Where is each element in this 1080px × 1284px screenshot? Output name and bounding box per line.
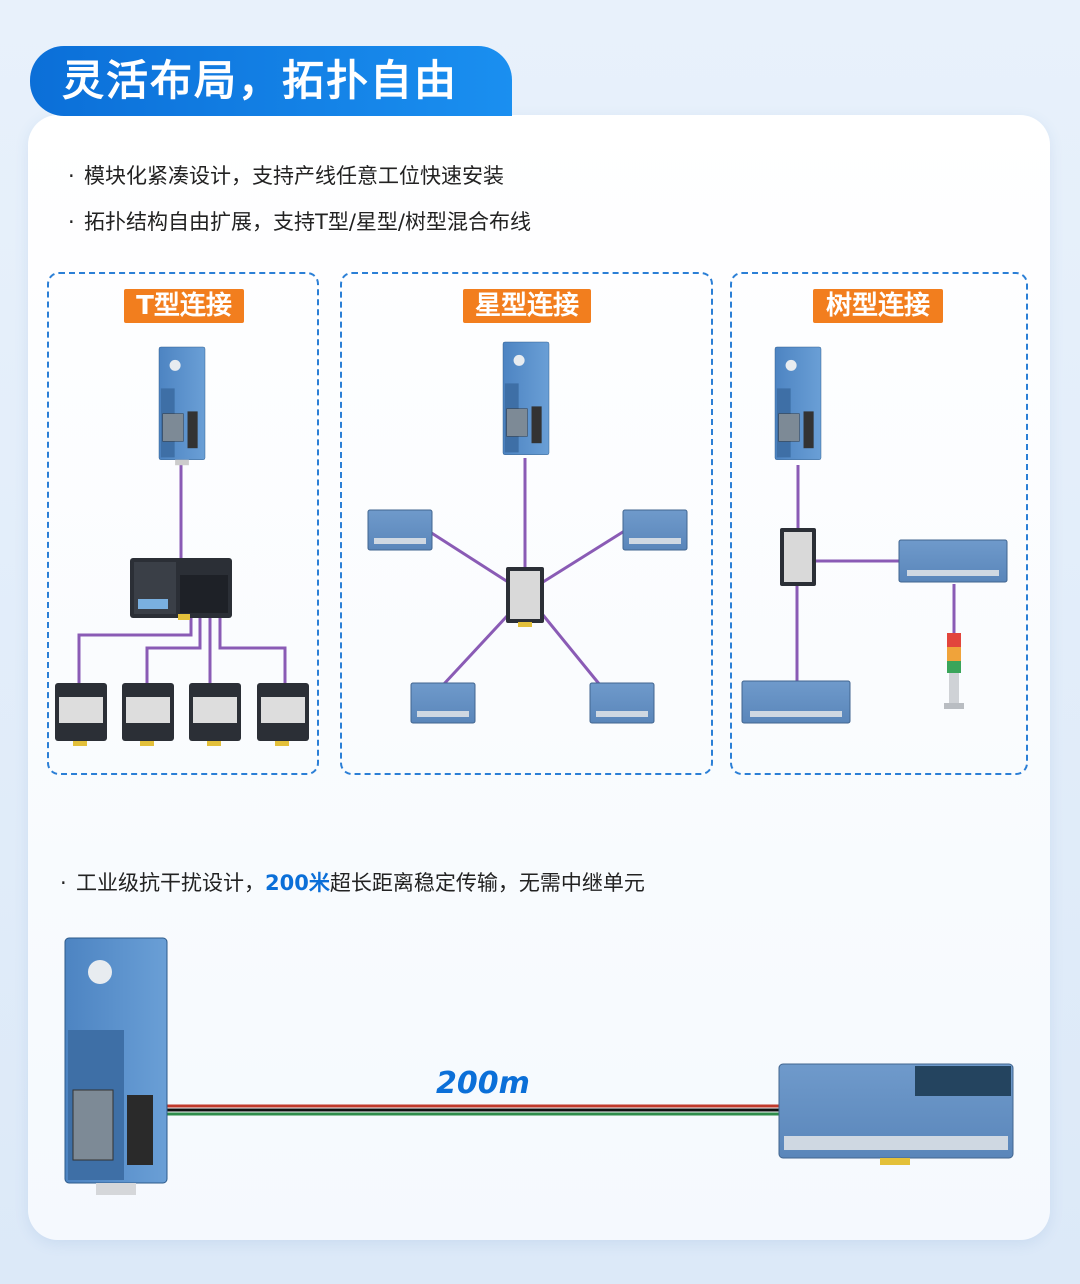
star-topology-title: 星型连接: [463, 289, 591, 323]
page-title: 灵活布局，拓扑自由: [30, 46, 512, 116]
star-cables: [429, 458, 627, 687]
feature-bullet-1: ·模块化紧凑设计，支持产线任意工位快速安装: [68, 164, 504, 188]
t-topology-panel: [47, 272, 319, 775]
distance-label: 200m: [436, 1066, 530, 1101]
t-io-modules: [55, 683, 309, 746]
t-coupler-device: [158, 346, 206, 466]
t-topology-title: T型连接: [124, 289, 244, 323]
large-io-module: [778, 1063, 1014, 1165]
signal-tower-light: [944, 633, 964, 709]
large-coupler-device: [64, 937, 168, 1195]
star-topology-panel: [340, 272, 713, 775]
tree-coupler-device: [774, 346, 822, 460]
feature-bullet-3: ·工业级抗干扰设计，200米超长距离稳定传输，无需中继单元: [60, 871, 645, 895]
tree-topology-title: 树型连接: [813, 289, 943, 323]
tree-hub-device: [780, 528, 816, 586]
star-coupler-device: [502, 341, 550, 455]
tree-io-modules: [741, 539, 1008, 724]
t-cables: [77, 465, 287, 683]
star-io-modules: [367, 509, 688, 724]
feature-bullet-2: ·拓扑结构自由扩展，支持T型/星型/树型混合布线: [68, 210, 531, 234]
tree-cables: [795, 465, 956, 683]
star-hub-device: [506, 567, 544, 627]
long-distance-cable: [165, 1104, 790, 1116]
t-hub-device: [130, 558, 232, 620]
tree-topology-panel: [730, 272, 1028, 775]
